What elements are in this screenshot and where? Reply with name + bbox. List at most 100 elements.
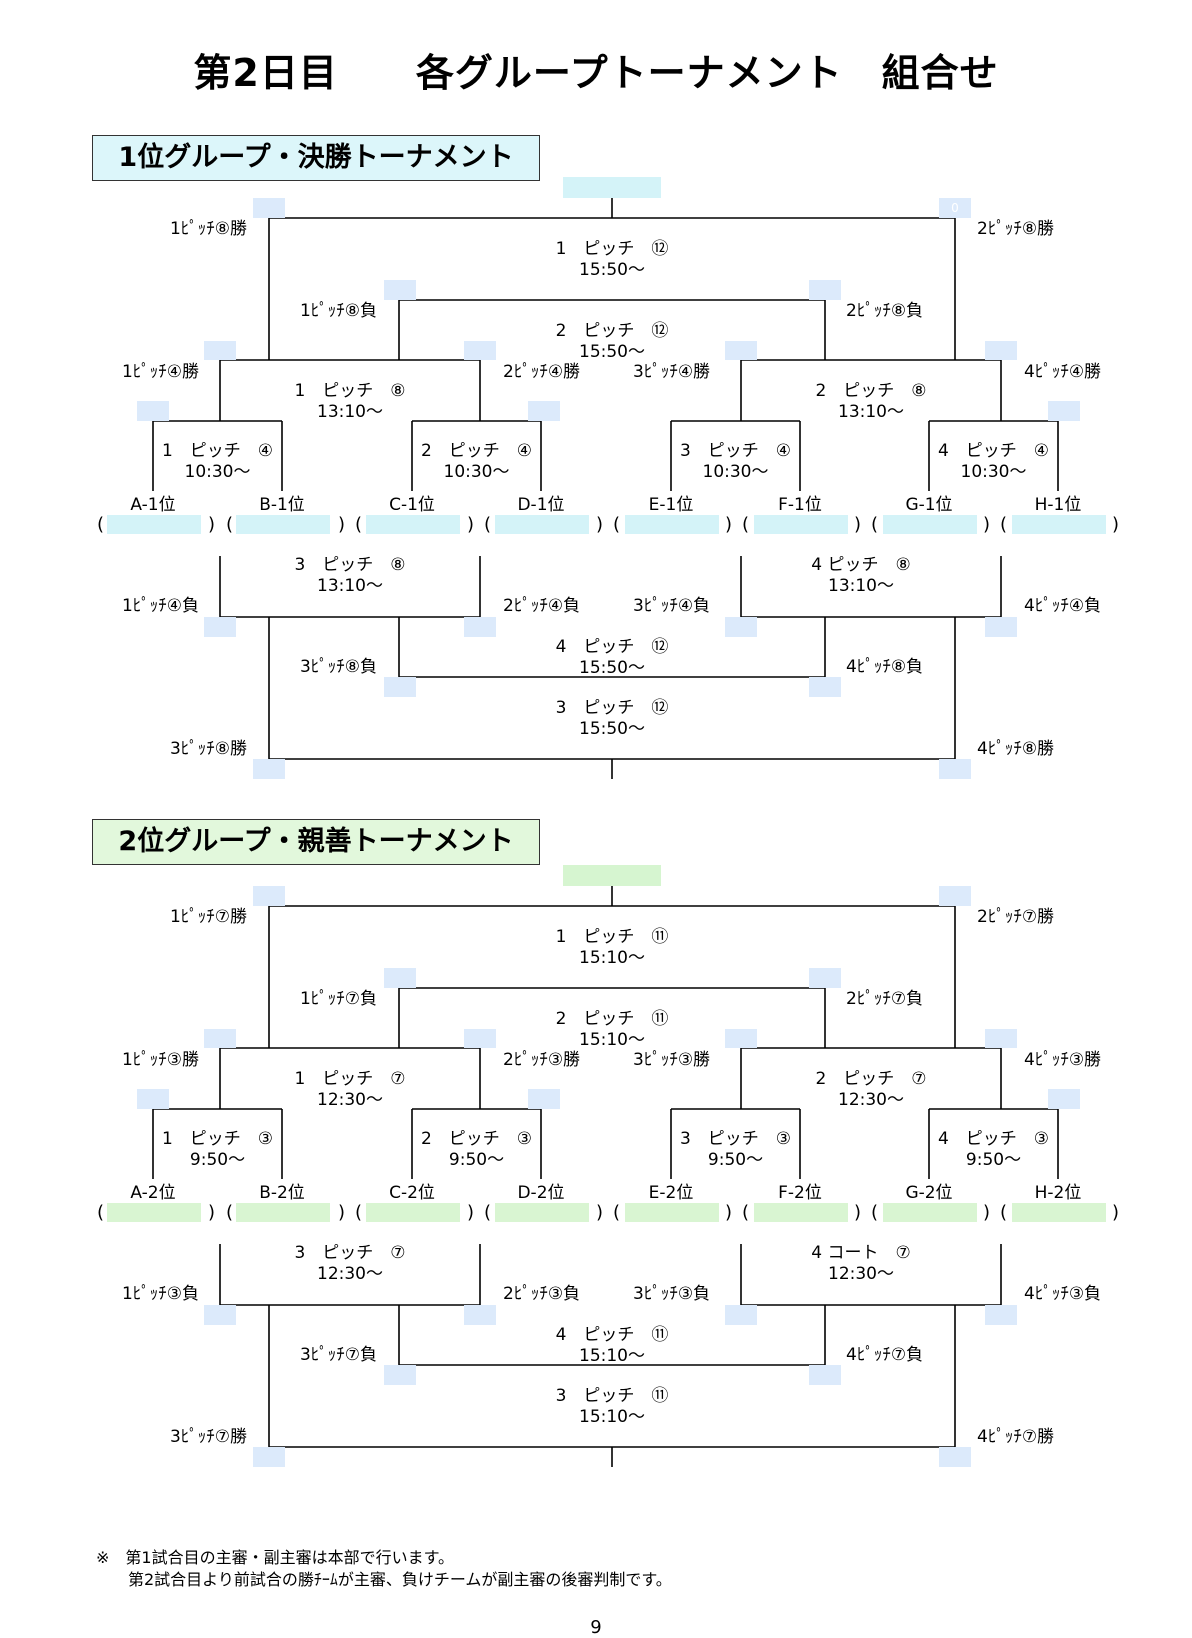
s1-paren: (: [742, 514, 750, 535]
s1-team-name: E-1位: [648, 495, 694, 515]
s2-label-lsl-left: 1ﾋﾟｯﾁ③負: [121, 1284, 199, 1304]
s1-qf2-match-pitch: 2 ピッチ ④: [420, 441, 533, 461]
s2-lsemi-slot-4: [985, 1305, 1017, 1325]
s2-team-name: D-2位: [517, 1183, 565, 1203]
s1-label-sr-right: 4ﾋﾟｯﾁ④勝: [1024, 362, 1102, 382]
s2-paren: (: [742, 1202, 750, 1223]
s1-label-lm-right: 4ﾋﾟｯﾁ⑧負: [846, 657, 924, 677]
s1-third-slot-left: [384, 280, 416, 300]
s2-team-entry-box: [366, 1203, 460, 1222]
s2-lmid-slot-right: [809, 1365, 841, 1385]
s2-semi-left-match-time: 12:30～: [317, 1090, 383, 1110]
s2-team-name: E-2位: [648, 1183, 694, 1203]
s2-label-lsr-left: 3ﾋﾟｯﾁ③負: [633, 1284, 711, 1304]
s1-lmid-slot-left: [384, 677, 416, 697]
s2-paren: (: [613, 1202, 621, 1223]
s1-lsemi-slot-3: [725, 617, 757, 637]
s2-lfinal-match-pitch: 3 ピッチ ⑪: [555, 1386, 669, 1406]
s1-semi-right-match-time: 13:10～: [838, 402, 904, 422]
s1-lmid-slot-right: [809, 677, 841, 697]
s1-label-lf-right: 4ﾋﾟｯﾁ⑧勝: [977, 739, 1055, 759]
s1-semi-left-match-pitch: 1 ピッチ ⑧: [294, 381, 406, 401]
s1-paren: ): [338, 514, 346, 535]
s1-lsemi-slot-2: [464, 617, 496, 637]
s2-paren: (: [1000, 1202, 1008, 1223]
s1-qf1-match-time: 10:30～: [184, 462, 251, 482]
s2-paren: ): [1112, 1202, 1120, 1223]
s1-paren: (: [1000, 514, 1008, 535]
s1-team-name: F-1位: [778, 495, 822, 515]
s2-team-entry-box: [1012, 1203, 1106, 1222]
s1-lmid-match-time: 15:50～: [579, 658, 645, 678]
s1-semi-left-match-time: 13:10～: [317, 402, 383, 422]
s2-paren: ): [854, 1202, 862, 1223]
s2-qf-slot-2: [528, 1089, 560, 1109]
s2-semi-slot-4: [985, 1029, 1017, 1048]
s1-lsemi-left-match-pitch: 3 ピッチ ⑧: [294, 555, 406, 575]
s1-final-slot-right: 0: [939, 198, 971, 218]
footer-notes: ※ 第1試合目の主審・副主審は本部で行います。 第2試合目より前試合の勝ﾁｰﾑが…: [96, 1547, 672, 1591]
s2-lsemi-right-match-time: 12:30～: [828, 1264, 894, 1284]
s1-team-entry-box: [1012, 515, 1106, 534]
s1-team-entry-box: [625, 515, 719, 534]
page-number: 9: [590, 1617, 602, 1638]
s2-label-third-right: 2ﾋﾟｯﾁ⑦負: [846, 989, 924, 1009]
s1-paren: ): [983, 514, 991, 535]
s2-label-final-right: 2ﾋﾟｯﾁ⑦勝: [977, 907, 1055, 927]
s2-team-entry-box: [495, 1203, 589, 1222]
s2-team-entry-box: [883, 1203, 977, 1222]
s1-paren: ): [725, 514, 733, 535]
s2-qf3-match-pitch: 3 ピッチ ③: [679, 1129, 792, 1149]
s2-team-entry-box: [625, 1203, 719, 1222]
s2-final-slot-right: [939, 886, 971, 906]
s1-paren: ): [208, 514, 216, 535]
s2-team-entry-box: [236, 1203, 330, 1222]
s2-label-lf-right: 4ﾋﾟｯﾁ⑦勝: [977, 1427, 1055, 1447]
s1-label-sl-right: 2ﾋﾟｯﾁ④勝: [503, 362, 581, 382]
s1-champion-box: [563, 177, 661, 198]
s2-lsemi-right-match-pitch: 4 コート ⑦: [811, 1243, 911, 1263]
s1-team-entry-box: [883, 515, 977, 534]
s1-qf-slot-3: [1048, 401, 1080, 421]
s1-paren: (: [484, 514, 492, 535]
s1-label-final-right: 2ﾋﾟｯﾁ⑧勝: [977, 219, 1055, 239]
s2-lfinal-match-time: 15:10～: [579, 1407, 645, 1427]
s2-qf2-match-pitch: 2 ピッチ ③: [420, 1129, 533, 1149]
footer-line-1: ※ 第1試合目の主審・副主審は本部で行います。: [96, 1548, 454, 1567]
s2-qf-slot-1: [137, 1089, 169, 1109]
s2-label-sl-left: 1ﾋﾟｯﾁ③勝: [121, 1050, 199, 1070]
s2-label-third-left: 1ﾋﾟｯﾁ⑦負: [299, 989, 377, 1009]
s2-lsemi-left-match-pitch: 3 ピッチ ⑦: [294, 1243, 406, 1263]
s1-lsemi-right-match-pitch: 4 ピッチ ⑧: [811, 555, 911, 575]
footer-line-2: 第2試合目より前試合の勝ﾁｰﾑが主審、負けチームが副主審の後審判制です。: [96, 1570, 672, 1589]
s1-label-lm-left: 3ﾋﾟｯﾁ⑧負: [299, 657, 377, 677]
s2-final-slot-left: [253, 886, 285, 906]
s1-final-match-pitch: 1 ピッチ ⑫: [555, 239, 669, 259]
s1-team-name: G-1位: [905, 495, 953, 515]
s1-lfinal-slot-right: [939, 759, 971, 779]
s1-semi-slot-3: [725, 341, 757, 360]
s2-paren: ): [208, 1202, 216, 1223]
s1-label-sr-left: 3ﾋﾟｯﾁ④勝: [633, 362, 711, 382]
s1-qf4-match-time: 10:30～: [960, 462, 1027, 482]
s1-label-lsl-right: 2ﾋﾟｯﾁ④負: [503, 596, 581, 616]
s2-lsemi-slot-3: [725, 1305, 757, 1325]
s2-semi-slot-1: [204, 1029, 236, 1048]
s1-lmid-match-pitch: 4 ピッチ ⑫: [555, 637, 669, 657]
s2-label-lf-left: 3ﾋﾟｯﾁ⑦勝: [169, 1427, 247, 1447]
s2-paren: ): [725, 1202, 733, 1223]
s1-lfinal-match-pitch: 3 ピッチ ⑫: [555, 698, 669, 718]
s2-lsemi-slot-1: [204, 1305, 236, 1325]
s2-lmid-match-pitch: 4 ピッチ ⑪: [555, 1325, 669, 1345]
s1-paren: ): [1112, 514, 1120, 535]
s2-qf4-match-time: 9:50～: [965, 1150, 1022, 1170]
s1-label-third-left: 1ﾋﾟｯﾁ⑧負: [299, 301, 377, 321]
s2-team-name: F-2位: [778, 1183, 822, 1203]
s1-lfinal-slot-left: [253, 759, 285, 779]
s1-team-name: C-1位: [389, 495, 435, 515]
s2-label-sr-right: 4ﾋﾟｯﾁ③勝: [1024, 1050, 1102, 1070]
s1-qf4-match-pitch: 4 ピッチ ④: [937, 441, 1050, 461]
s1-qf-slot-1: [137, 401, 169, 421]
section-2-title: 2位グループ・親善トーナメント: [92, 819, 540, 865]
s2-qf3-match-time: 9:50～: [707, 1150, 764, 1170]
